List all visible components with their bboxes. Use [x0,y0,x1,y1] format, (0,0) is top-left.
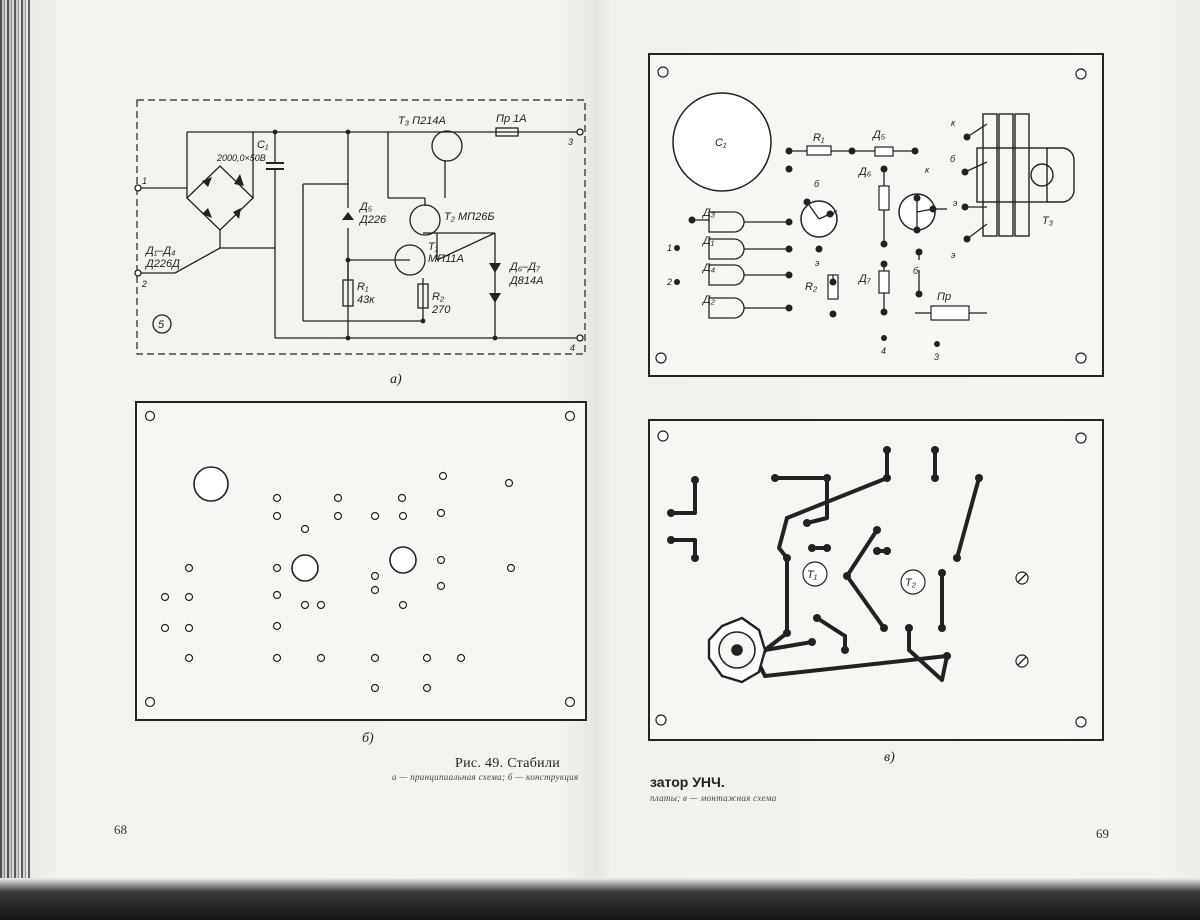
figure-a-label: а) [390,372,402,387]
r2-name: R₂ [432,291,445,303]
asm-d7: Д₇ [857,273,872,285]
asm-t3-e2: э [951,250,956,260]
asm-r1: R₁ [813,132,825,144]
t1-name: T₁ [428,241,439,253]
asm-t2-k: к [925,165,930,175]
t3-label: T₃ П214А [398,115,446,127]
left-caption-title: Рис. 49. Стабили [455,756,561,771]
scanner-edge [0,878,1200,920]
c1-name: C₁ [257,139,269,151]
terminal-1: 1 [142,176,147,186]
asm-d6: Д₆ [857,166,872,178]
figure-v-label: в) [884,750,895,765]
asm-t2-b: б [913,266,919,276]
asm-d5: Д₅ [871,129,886,141]
bridge-name: Д₁–Д₄ [144,245,176,257]
c1-value: 2000,0×50В [216,153,266,163]
board-wiring-diagram: T₁ T₂ в) [648,419,1104,765]
wire-t1: T₁ [807,569,818,581]
d5-type: Д226 [358,214,387,226]
asm-pin-1: 1 [667,243,672,253]
module-number: 5 [158,319,165,331]
left-caption-sub: а — принципиальная схема; б — конструкци… [392,772,579,782]
asm-t1-k: к [833,207,838,217]
asm-t3: T₃ [1042,215,1054,227]
right-caption-title: затор УНЧ. [650,774,725,790]
t1-type: МП11А [428,253,464,265]
terminal-2: 2 [141,279,147,289]
asm-t3-e: э [953,198,958,208]
asm-t1-b: б [814,179,820,189]
figure-b-label: б) [362,731,374,746]
asm-t3-b: б [950,154,956,164]
d6d7-type: Д814А [508,275,543,287]
terminal-3: 3 [568,137,573,147]
asm-r2: R₂ [805,281,818,293]
asm-pin-2: 2 [666,277,672,287]
fuse-label: Пр 1А [496,113,527,125]
bridge-type: Д226Д [144,258,180,270]
asm-pin-4: 4 [881,346,886,356]
asm-d3: Д₃ [701,207,716,219]
board-assembly-drawing: C₁ R₁ R₂ Д₃ Д₁ Д₄ Д₂ Д₅ Д₆ Д₇ T₃ Пр к б … [648,53,1104,377]
r2-value: 270 [431,304,451,316]
asm-d1: Д₁ [701,235,715,247]
right-caption-sub: платы; в — монтажная схема [650,793,777,803]
page-number-right: 69 [1096,826,1109,841]
asm-c1: C₁ [715,137,727,149]
asm-d2: Д₂ [701,294,716,306]
board-drilling-layout: б) [135,401,587,746]
page-number-left: 68 [114,822,127,837]
asm-t1-e: э [815,258,820,268]
d5-name: Д₅ [358,201,373,213]
asm-t3-k: к [951,118,956,128]
d6d7-name: Д₆–Д₇ [508,261,541,273]
book-binding [0,0,30,880]
r1-value: 43к [357,294,375,306]
r1-name: R₁ [357,281,369,293]
t2-label: T₂ МП26Б [444,211,495,223]
schematic-diagram: C₁ 2000,0×50В T₃ П214А Пр 1А T₂ МП26Б T₁… [134,99,586,387]
asm-pin-3: 3 [934,352,939,362]
asm-fuse: Пр [937,291,951,303]
asm-d4: Д₄ [701,262,715,274]
wire-t2: T₂ [905,577,917,589]
terminal-4: 4 [570,343,575,353]
